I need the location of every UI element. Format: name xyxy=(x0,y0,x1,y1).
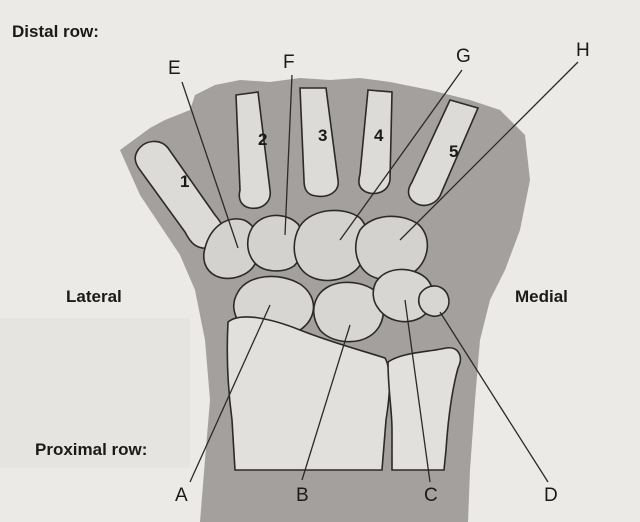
lateral-label: Lateral xyxy=(66,287,122,306)
metacarpal-3 xyxy=(299,87,339,198)
label-e: E xyxy=(168,58,181,79)
metacarpal-number-4: 4 xyxy=(374,126,384,145)
leader-e xyxy=(181,81,239,249)
metacarpal-4 xyxy=(358,89,393,195)
label-g: G xyxy=(456,46,471,67)
metacarpal-number-3: 3 xyxy=(318,126,328,145)
distal-row-heading: Distal row: xyxy=(12,22,99,41)
leader-b xyxy=(301,324,351,481)
leader-a xyxy=(189,304,271,483)
trapezoid xyxy=(246,214,304,272)
pisiform xyxy=(417,285,450,318)
label-h: H xyxy=(576,40,590,61)
medial-label: Medial xyxy=(515,287,568,306)
leader-f xyxy=(284,74,293,236)
metacarpals xyxy=(134,87,480,250)
ulna xyxy=(387,346,462,471)
forearm-bones xyxy=(226,316,462,471)
metacarpal-number-1: 1 xyxy=(180,172,190,191)
leader-c xyxy=(404,299,431,483)
metacarpal-5 xyxy=(407,99,480,207)
leader-g xyxy=(339,69,463,241)
label-f: F xyxy=(283,52,295,73)
lunate xyxy=(312,281,385,343)
leader-h xyxy=(399,61,579,241)
metacarpal-number-5: 5 xyxy=(449,142,459,161)
metacarpal-number-2: 2 xyxy=(258,130,268,149)
label-d: D xyxy=(544,485,558,506)
page-shade xyxy=(0,318,190,468)
label-c: C xyxy=(424,485,438,506)
label-a: A xyxy=(175,485,188,506)
leader-lines xyxy=(181,61,579,483)
label-b: B xyxy=(296,485,309,506)
leader-d xyxy=(439,311,549,483)
proximal-row-heading: Proximal row: xyxy=(35,440,148,459)
metacarpal-2 xyxy=(235,91,272,210)
distal-carpals xyxy=(202,209,429,282)
triquetrum xyxy=(372,268,434,323)
